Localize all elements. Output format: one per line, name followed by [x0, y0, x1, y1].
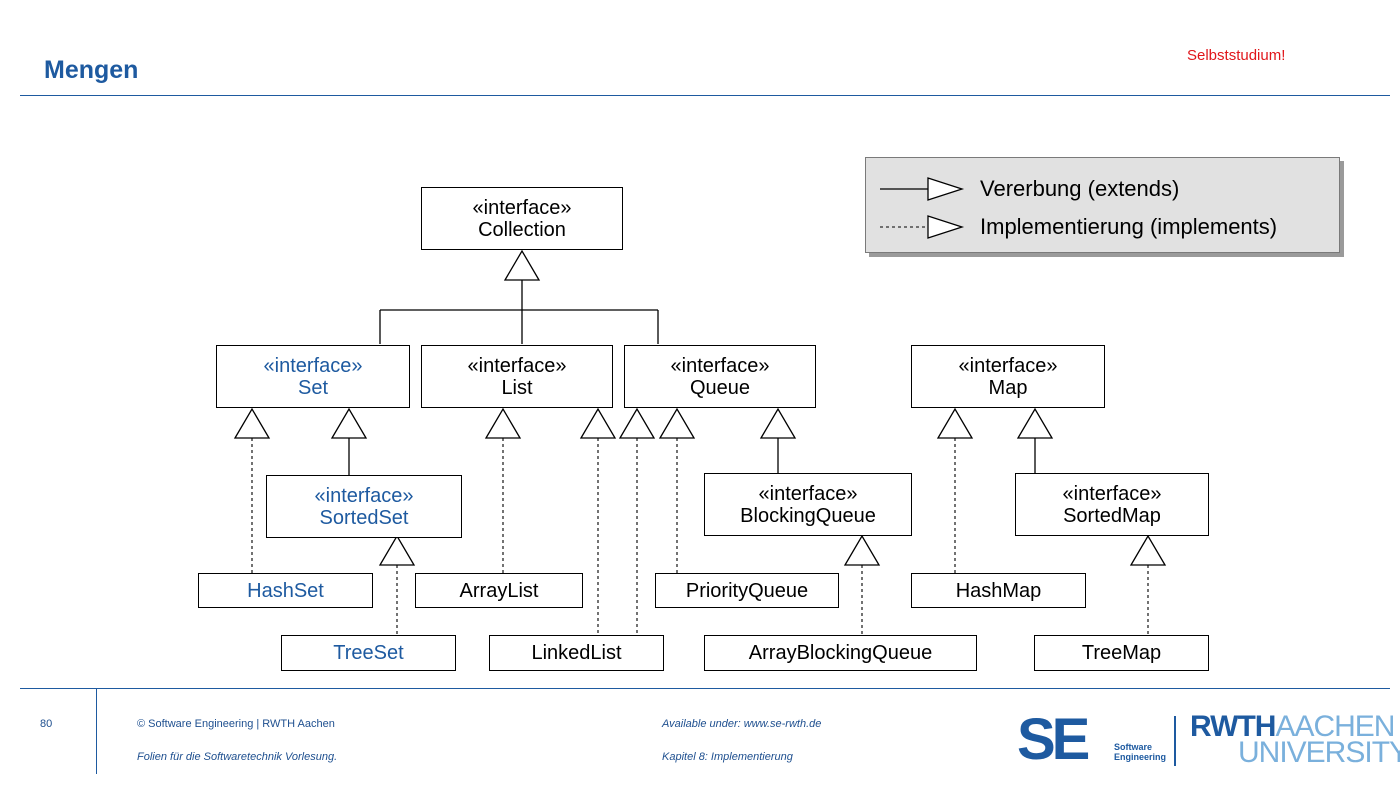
footer-available: Available under: www.se-rwth.de — [662, 718, 822, 730]
class-name: Map — [988, 376, 1028, 399]
stereotype-label: «interface» — [758, 482, 858, 505]
stereotype-label: «interface» — [263, 354, 363, 377]
footer-rule — [20, 688, 1390, 689]
aachen-word: AACHEN — [1275, 710, 1395, 743]
legend-extends-label: Vererbung (extends) — [980, 176, 1180, 201]
class-queue: «interface» Queue — [624, 345, 816, 408]
class-name: BlockingQueue — [740, 504, 876, 527]
stereotype-label: «interface» — [958, 354, 1058, 377]
class-arrayblockingqueue: ArrayBlockingQueue — [704, 635, 977, 671]
legend-arrows — [880, 177, 965, 239]
class-name: Queue — [689, 376, 751, 399]
class-name: SortedMap — [1063, 504, 1161, 527]
se-sub-line-1: Software — [1114, 742, 1153, 752]
stereotype-label: «interface» — [670, 354, 770, 377]
class-name: LinkedList — [531, 642, 622, 664]
class-hashset: HashSet — [198, 573, 373, 608]
footer-copyright: © Software Engineering | RWTH Aachen — [137, 718, 335, 730]
class-collection: «interface» Collection — [421, 187, 623, 250]
se-sub-line-2: Engineering — [1114, 752, 1167, 762]
class-arraylist: ArrayList — [415, 573, 583, 608]
rwth-logo-line-1: RWTHAACHEN — [1190, 710, 1395, 743]
class-treeset: TreeSet — [281, 635, 456, 671]
class-name: HashSet — [247, 579, 324, 602]
legend-implements-label: Implementierung (implements) — [980, 214, 1278, 239]
self-study-badge: Selbststudium! — [1187, 47, 1286, 64]
legend: Vererbung (extends) Implementierung (imp… — [865, 157, 1340, 253]
class-sortedmap: «interface» SortedMap — [1015, 473, 1209, 536]
footer-subtitle: Folien für die Softwaretechnik Vorlesung… — [137, 751, 338, 763]
stereotype-label: «interface» — [472, 196, 572, 219]
class-list: «interface» List — [421, 345, 613, 408]
footer-separator — [96, 688, 97, 774]
class-priorityqueue: PriorityQueue — [655, 573, 839, 608]
se-logo: SE — [1017, 707, 1090, 772]
class-name: HashMap — [955, 579, 1042, 602]
class-map: «interface» Map — [911, 345, 1105, 408]
class-sortedset: «interface» SortedSet — [266, 475, 462, 538]
class-name: SortedSet — [319, 506, 409, 529]
class-treemap: TreeMap — [1034, 635, 1209, 671]
class-name: TreeSet — [333, 642, 404, 664]
page-title: Mengen — [44, 56, 139, 84]
class-blockingqueue: «interface» BlockingQueue — [704, 473, 912, 536]
class-name: Set — [297, 376, 329, 399]
class-linkedlist: LinkedList — [489, 635, 664, 671]
class-hashmap: HashMap — [911, 573, 1086, 608]
class-name: TreeMap — [1081, 642, 1162, 664]
header-rule — [20, 95, 1390, 96]
rwth-word: RWTH — [1190, 710, 1276, 743]
class-name: List — [501, 376, 533, 399]
class-name: Collection — [478, 218, 566, 241]
logo-separator — [1174, 716, 1176, 766]
stereotype-label: «interface» — [1062, 482, 1162, 505]
class-name: ArrayBlockingQueue — [748, 642, 933, 664]
class-set: «interface» Set — [216, 345, 410, 408]
se-logo-subtitle: Software Engineering — [1114, 742, 1166, 762]
stereotype-label: «interface» — [314, 484, 414, 507]
page-number: 80 — [40, 718, 53, 730]
class-name: PriorityQueue — [685, 579, 809, 602]
rwth-logo-line-2: UNIVERSITY — [1238, 736, 1400, 769]
footer-chapter: Kapitel 8: Implementierung — [662, 751, 793, 763]
stereotype-label: «interface» — [467, 354, 567, 377]
class-name: ArrayList — [459, 579, 539, 602]
